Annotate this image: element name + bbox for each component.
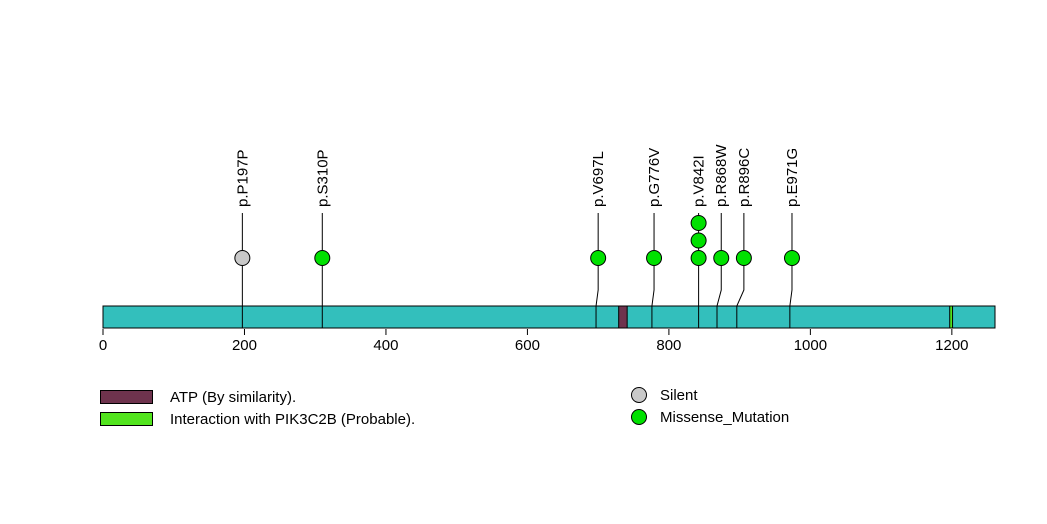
atp-domain-label: ATP (By similarity). — [170, 388, 297, 406]
axis-tick-label: 1000 — [794, 337, 827, 354]
mutation-label: p.R868W — [713, 144, 730, 207]
axis-tick-label: 400 — [373, 337, 398, 354]
mutation-label: p.E971G — [784, 148, 801, 207]
domain-region-0 — [618, 305, 628, 329]
mutation-dot — [690, 232, 707, 249]
pik3c2b-domain-swatch — [100, 412, 153, 426]
axis-tick-label: 800 — [656, 337, 681, 354]
mutation-label: p.V842I — [691, 155, 708, 207]
atp-domain-swatch — [100, 390, 153, 404]
legend-item-missense: Missense_Mutation — [631, 408, 790, 426]
legend-item-pik3c2b: Interaction with PIK3C2B (Probable). — [100, 410, 416, 428]
mutation-dot — [735, 250, 752, 266]
axis-tick-label: 1200 — [935, 337, 968, 354]
protein-bar — [102, 305, 996, 329]
mutation-dot — [783, 250, 800, 266]
mutation-label: p.G776V — [646, 148, 663, 207]
axis-tick-label: 600 — [515, 337, 540, 354]
axis-tick-label: 0 — [99, 337, 107, 354]
mutation-dot — [590, 250, 607, 266]
silent-label: Silent — [660, 386, 698, 404]
missense-dot-swatch — [631, 409, 647, 425]
mutation-dot — [314, 250, 331, 266]
mutation-label: p.R896C — [736, 148, 753, 207]
mutation-dot — [234, 250, 251, 266]
mutation-dot — [646, 250, 663, 266]
mutation-label: p.V697L — [590, 151, 607, 207]
mutation-label: p.S310P — [314, 149, 331, 207]
mutation-dot — [690, 250, 707, 266]
domain-region-1 — [949, 305, 954, 329]
legend-item-atp: ATP (By similarity). — [100, 388, 297, 406]
silent-dot-swatch — [631, 387, 647, 403]
axis-tick-label: 200 — [232, 337, 257, 354]
legend-item-silent: Silent — [631, 386, 698, 404]
mutation-dot — [713, 250, 730, 266]
mutation-label: p.P197P — [234, 149, 251, 207]
mutation-dot — [690, 215, 707, 231]
missense-label: Missense_Mutation — [660, 408, 790, 426]
pik3c2b-domain-label: Interaction with PIK3C2B (Probable). — [170, 410, 416, 428]
